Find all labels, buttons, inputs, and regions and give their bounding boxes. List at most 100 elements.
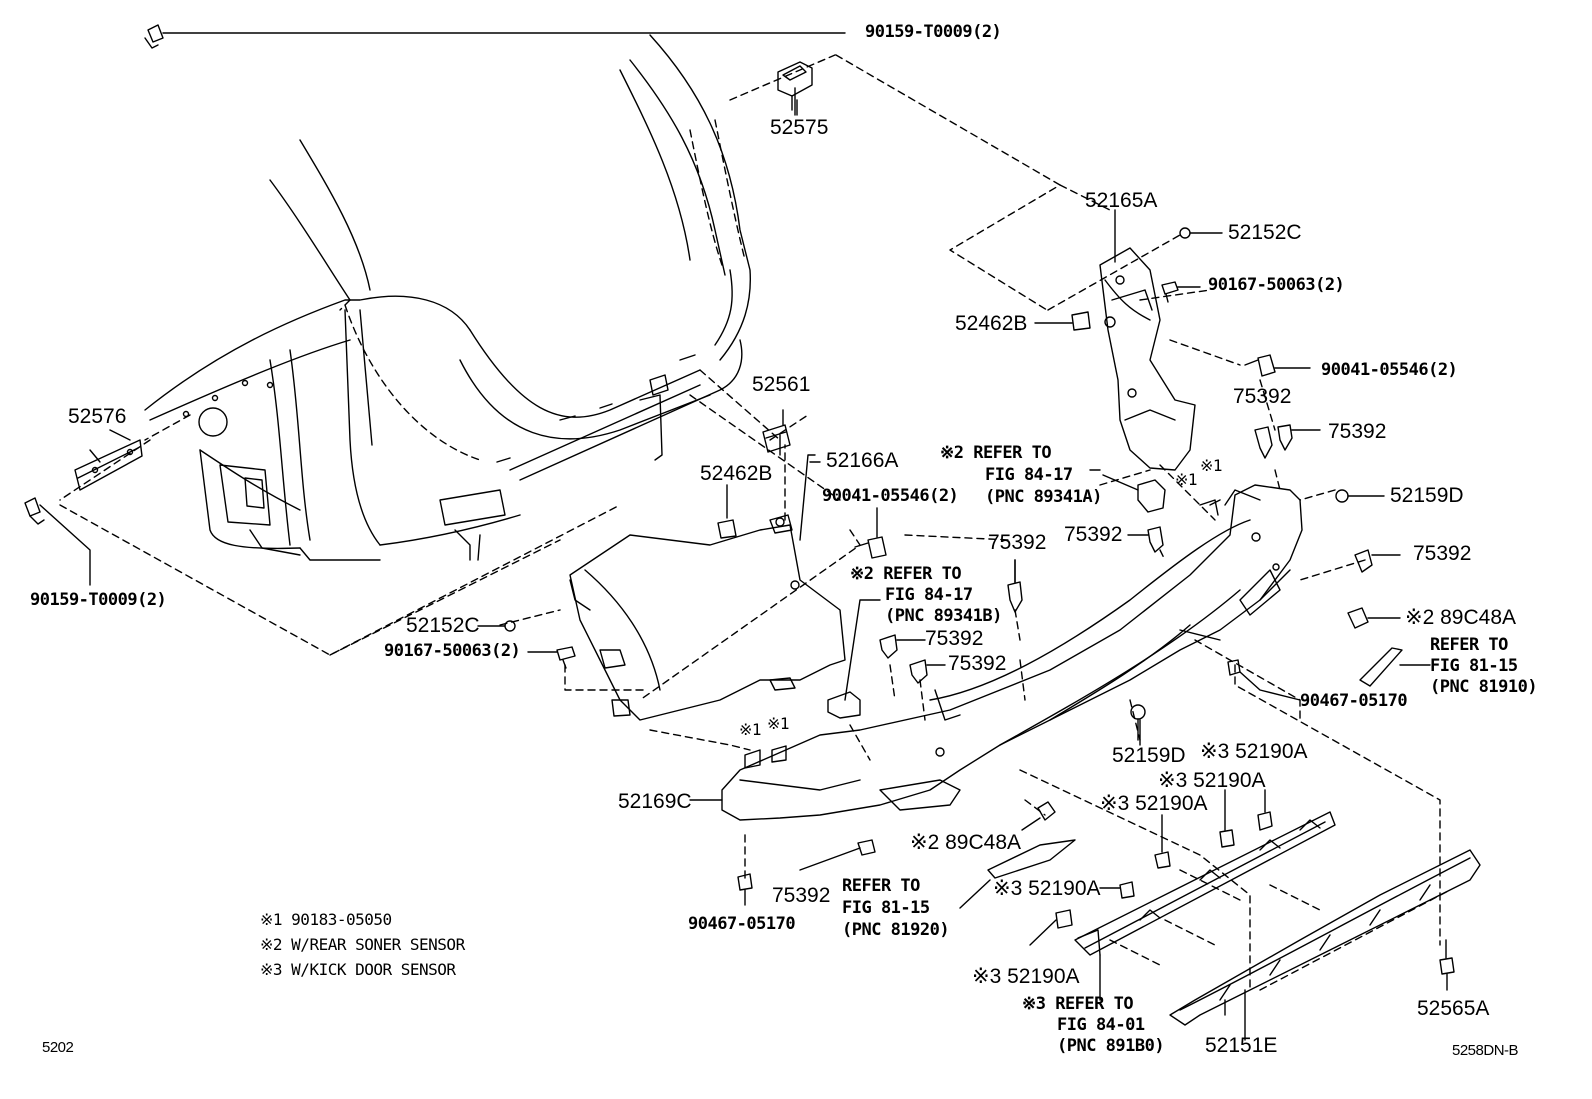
label-52561: 52561 — [752, 373, 811, 396]
label-52190A-3: ※3 52190A — [1100, 792, 1208, 815]
sensor-89C48A-left — [1021, 801, 1056, 831]
lower-garnish-52151E — [1169, 849, 1481, 1026]
label-90159-left: 90159-T0009(2) — [30, 590, 167, 610]
bumper-cover-52169C — [721, 484, 1303, 821]
mark-1-right-a: ※1 — [1175, 470, 1198, 489]
nut-52462B-right — [1034, 311, 1091, 331]
reflector-81920 — [959, 839, 1076, 909]
ref-891B0-line1: ※3 REFER TO — [1022, 994, 1134, 1014]
label-75392-bottom: 75392 — [772, 884, 831, 907]
ref-81920-line2: FIG 81-15 — [842, 898, 930, 918]
ref-81920-line3: (PNC 81920) — [842, 920, 950, 940]
bolt-90159-left — [24, 497, 91, 586]
nut-52152C-left — [477, 620, 516, 632]
label-90167-right: 90167-50063(2) — [1208, 275, 1345, 295]
retainer-52561 — [762, 409, 791, 453]
label-52152C-right: 52152C — [1228, 221, 1302, 244]
rear-body-panel — [144, 34, 752, 561]
nut-52159D-center — [1130, 704, 1146, 741]
clip-75392-c2 — [909, 659, 946, 684]
fasteners-52190A — [1029, 789, 1273, 946]
label-90041-right: 90041-05546(2) — [1321, 360, 1458, 380]
clip-52565A — [1439, 957, 1455, 991]
clips-75392-right — [1254, 424, 1321, 459]
label-75392-right1: 75392 — [1233, 385, 1292, 408]
bolt-90159-top — [144, 24, 846, 49]
label-75392-c2: 75392 — [948, 652, 1007, 675]
ref-891B0-line3: (PNC 891B0) — [1057, 1036, 1165, 1056]
sonar-sensor-right — [1102, 474, 1166, 513]
side-bracket-52166A — [569, 454, 846, 721]
label-75392-mid2: 75392 — [1064, 523, 1123, 546]
kick-sensor-891B0 — [1074, 811, 1336, 1001]
bolt-90041-right — [1244, 354, 1311, 377]
ref-89341A-line1: ※2 REFER TO — [940, 443, 1052, 463]
label-52159D-center: 52159D — [1112, 744, 1186, 767]
label-52462B-left: 52462B — [700, 462, 773, 485]
legend-note-1: ※1 90183-05050 — [260, 910, 392, 929]
mark-1-left-a: ※1 — [739, 720, 762, 739]
clip-75392-right3 — [1354, 549, 1401, 573]
label-89C48A-right: ※2 89C48A — [1405, 606, 1516, 629]
label-75392-right2: 75392 — [1328, 420, 1387, 443]
label-90167-left: 90167-50063(2) — [384, 641, 521, 661]
nut-52462B-left — [717, 519, 737, 539]
label-90467-right: 90467-05170 — [1300, 691, 1408, 711]
clip-90167-right — [1161, 281, 1201, 303]
clip-75392-bottom — [799, 839, 876, 871]
label-90467-left: 90467-05170 — [688, 914, 796, 934]
ref-81920-line1: REFER TO — [842, 876, 920, 896]
ref-891B0-line2: FIG 84-01 — [1057, 1015, 1145, 1035]
footer-right-code: 5258DN-B — [1452, 1042, 1519, 1059]
ref-89341B-line1: ※2 REFER TO — [850, 564, 962, 584]
label-52190A-4: ※3 52190A — [993, 877, 1101, 900]
leader-lines — [109, 99, 1447, 1041]
label-89C48A-left: ※2 89C48A — [910, 831, 1021, 854]
clip-75392-center2 — [1127, 526, 1164, 553]
sonar-sensor-left — [827, 599, 881, 719]
nut-52159D-right — [1335, 489, 1385, 503]
top-clip-52575 — [777, 61, 813, 116]
nut-52152C-right — [1179, 227, 1223, 239]
bracket-52576 — [74, 439, 143, 491]
label-75392-mid: 75392 — [988, 531, 1047, 554]
clip-90167-left — [527, 646, 576, 669]
ref-81910-line1: REFER TO — [1430, 635, 1508, 655]
bolt-90041-left — [854, 507, 887, 559]
footer-left-code: 5202 — [42, 1039, 74, 1056]
label-52576: 52576 — [68, 405, 127, 428]
label-52152C-left: 52152C — [406, 614, 480, 637]
ref-81910-line2: FIG 81-15 — [1430, 656, 1518, 676]
label-52462B-right: 52462B — [955, 312, 1028, 335]
label-52159D-right: 52159D — [1390, 484, 1464, 507]
label-75392-right3: 75392 — [1413, 542, 1472, 565]
label-52190A-1: ※3 52190A — [1200, 740, 1308, 763]
clip-75392-c1 — [879, 634, 926, 659]
label-52169C: 52169C — [618, 790, 692, 813]
mark-1-left-b: ※1 — [767, 714, 790, 733]
side-bracket-52165A — [1099, 209, 1196, 471]
label-52190A-5: ※3 52190A — [972, 965, 1080, 988]
ref-89341A-line3: (PNC 89341A) — [985, 487, 1102, 507]
label-52166A: 52166A — [826, 449, 899, 472]
reflector-81910 — [1359, 647, 1431, 687]
label-75392-c1: 75392 — [925, 627, 984, 650]
label-52190A-2: ※3 52190A — [1158, 769, 1266, 792]
screw-90467-right — [1227, 659, 1301, 701]
legend-note-3: ※3 W/KICK DOOR SENSOR — [260, 960, 456, 979]
ref-89341B-line2: FIG 84-17 — [885, 585, 973, 605]
label-52565A: 52565A — [1417, 997, 1490, 1020]
mark-1-right-b: ※1 — [1200, 456, 1223, 475]
ref-89341A-line2: FIG 84-17 — [985, 465, 1073, 485]
sensor-89C48A-right — [1347, 607, 1401, 629]
ref-89341B-line3: (PNC 89341B) — [885, 606, 1002, 626]
label-52575: 52575 — [770, 116, 829, 139]
label-52165A: 52165A — [1085, 189, 1158, 212]
legend-note-2: ※2 W/REAR SONER SENSOR — [260, 935, 465, 954]
label-90159-top: 90159-T0009(2) — [865, 22, 1002, 42]
ref-81910-line3: (PNC 81910) — [1430, 677, 1538, 697]
label-90041-left: 90041-05546(2) — [822, 486, 959, 506]
label-52151E: 52151E — [1205, 1034, 1278, 1057]
